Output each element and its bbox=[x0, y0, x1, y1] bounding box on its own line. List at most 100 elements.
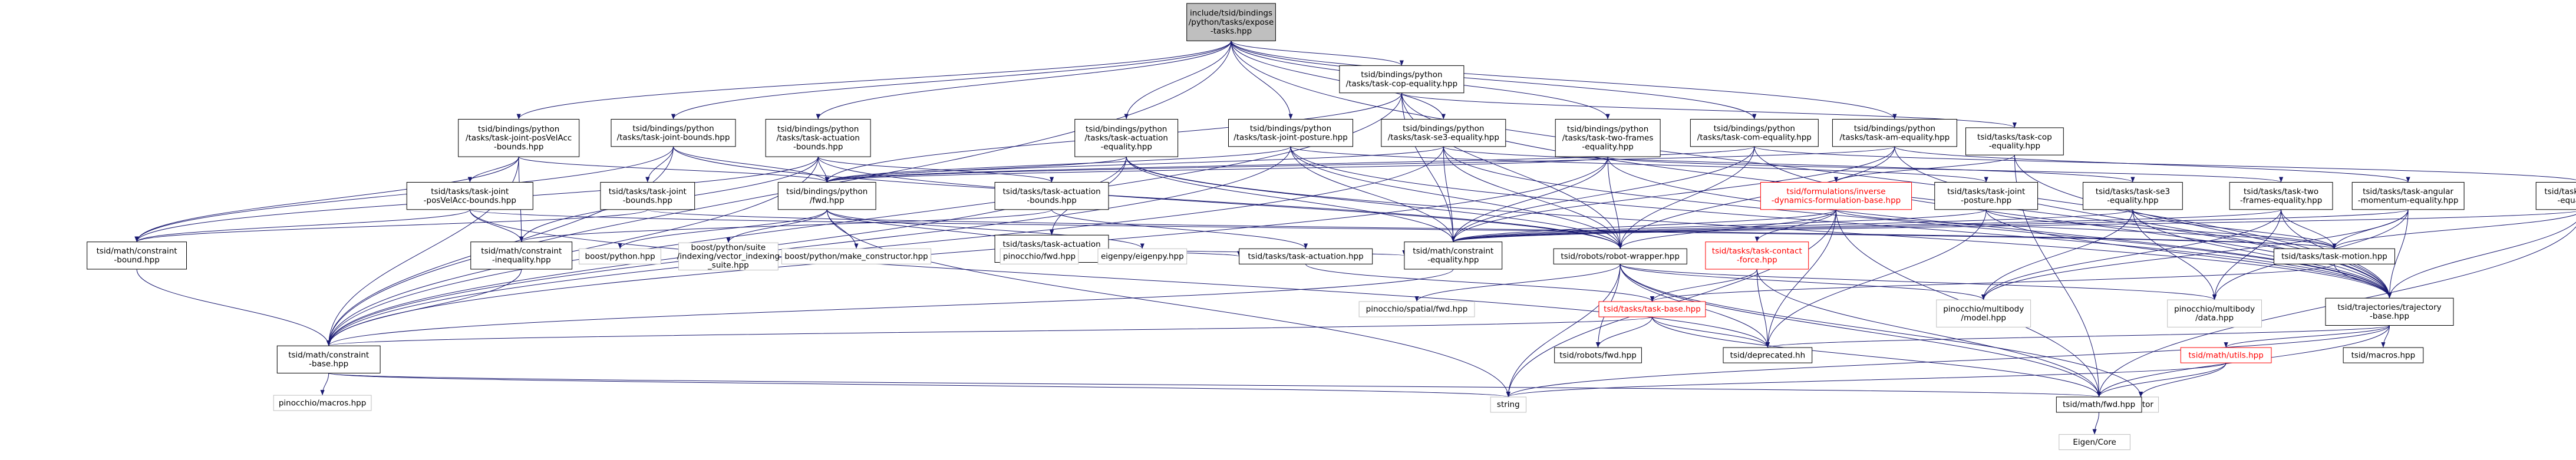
edge-t_jposture-to-deprecated bbox=[1765, 209, 1987, 348]
node-actb[interactable]: tsid/bindings/python/tasks/task-actuatio… bbox=[765, 119, 871, 157]
edge-copeq-to-t_copeq bbox=[1401, 92, 2017, 128]
node-fwd_py[interactable]: tsid/bindings/python/fwd.hpp bbox=[777, 182, 876, 210]
node-label-line: tsid/tasks/task-actuation.hpp bbox=[1248, 252, 1364, 262]
node-box bbox=[1936, 299, 2031, 327]
edge-t_two-to-t_motion bbox=[2281, 209, 2337, 249]
node-utils[interactable]: tsid/math/utils.hpp bbox=[2180, 347, 2272, 363]
node-jposture[interactable]: tsid/bindings/python/tasks/task-joint-po… bbox=[1228, 119, 1353, 147]
node-t_motion[interactable]: tsid/tasks/task-motion.hpp bbox=[2274, 248, 2395, 264]
edge-t_com-to-trajbase bbox=[2387, 221, 2576, 299]
node-mathfwd[interactable]: tsid/math/fwd.hpp bbox=[2056, 396, 2142, 413]
edge-twoframes-to-c_eq bbox=[1451, 157, 1608, 242]
node-se3eq[interactable]: tsid/bindings/python/tasks/task-se3-equa… bbox=[1381, 119, 1506, 147]
node-pinmacros: pinocchio/macros.hpp bbox=[273, 395, 372, 411]
node-label-line: -bounds.hpp bbox=[793, 143, 843, 152]
edge-t_jposture-to-c_eq bbox=[1451, 209, 1987, 243]
node-c_ineq[interactable]: tsid/math/constraint-inequality.hpp bbox=[470, 241, 573, 270]
edge-acteq-to-c_eq bbox=[1126, 157, 1456, 242]
edge-acteq-to-fwd_py bbox=[824, 156, 1127, 183]
node-box bbox=[87, 241, 187, 270]
node-label-line: tsid/tasks/task-joint bbox=[431, 187, 509, 196]
node-boostvec: boost/python/suite/indexing/vector_index… bbox=[677, 242, 780, 271]
node-c_eq[interactable]: tsid/math/constraint-equality.hpp bbox=[1404, 241, 1503, 270]
edge-c_base-to-mathfwd bbox=[328, 373, 2100, 398]
edge-jposture-to-t_jposture bbox=[1290, 146, 1988, 183]
edge-t_motion-to-t_base bbox=[1650, 263, 2335, 302]
node-label-line: -bound.hpp bbox=[114, 256, 159, 265]
node-label-line: tsid/math/constraint bbox=[481, 247, 562, 256]
edge-robotwrap-to-vector bbox=[1620, 264, 2143, 398]
node-box bbox=[1553, 248, 1687, 264]
node-t_actb[interactable]: tsid/tasks/task-actuation-bounds.hpp bbox=[994, 182, 1109, 210]
node-t_act[interactable]: tsid/tasks/task-actuation.hpp bbox=[1239, 248, 1373, 264]
edge-actb-to-fwd_py bbox=[817, 157, 829, 183]
node-t_com[interactable]: tsid/tasks/task-com-equality.hpp bbox=[2535, 182, 2576, 210]
edge-t_copeq-to-invdyn bbox=[1834, 154, 2015, 183]
edge-jb-to-c_bound bbox=[134, 146, 674, 242]
node-label-line: -bounds.hpp bbox=[623, 196, 672, 205]
node-label-line: pinocchio/macros.hpp bbox=[279, 398, 366, 408]
node-jpva[interactable]: tsid/bindings/python/tasks/task-joint-po… bbox=[458, 119, 580, 157]
node-t_jb[interactable]: tsid/tasks/task-joint-bounds.hpp bbox=[600, 182, 695, 210]
node-box bbox=[781, 248, 932, 264]
node-box bbox=[1934, 182, 2039, 210]
node-t_two[interactable]: tsid/tasks/task-two-frames-equality.hpp bbox=[2229, 182, 2333, 210]
node-jb[interactable]: tsid/bindings/python/tasks/task-joint-bo… bbox=[611, 119, 736, 147]
node-box bbox=[458, 119, 580, 157]
edge-twoframes-to-t_two bbox=[1607, 156, 2283, 183]
edge-t_jpva-to-t_motion bbox=[469, 209, 2336, 249]
node-label-line: tsid/bindings/python bbox=[632, 124, 714, 133]
edge-t_am-to-pinmodel bbox=[1981, 209, 2409, 300]
edge-t_motion-to-trajbase bbox=[2334, 264, 2392, 299]
edge-jposture-to-c_base bbox=[326, 146, 1291, 346]
node-label-line: /tasks/task-cop-equality.hpp bbox=[1346, 79, 1458, 88]
edge-t_copeq-to-trajbase bbox=[2014, 155, 2392, 299]
node-invdyn[interactable]: tsid/formulations/inverse-dynamics-formu… bbox=[1760, 182, 1912, 210]
node-copeq[interactable]: tsid/bindings/python/tasks/task-cop-equa… bbox=[1339, 65, 1465, 94]
edge-t_two-to-pinmodel bbox=[1981, 209, 2282, 300]
edge-robotwrap-to-mathfwd bbox=[1620, 264, 2102, 398]
node-c_bound[interactable]: tsid/math/constraint-bound.hpp bbox=[87, 241, 187, 270]
node-label-line: /tasks/task-am-equality.hpp bbox=[1840, 133, 1950, 142]
node-t_am[interactable]: tsid/tasks/task-angular-momentum-equalit… bbox=[2351, 182, 2465, 210]
node-t_base[interactable]: tsid/tasks/task-base.hpp bbox=[1598, 301, 1706, 317]
node-twoframes[interactable]: tsid/bindings/python/tasks/task-two-fram… bbox=[1555, 119, 1661, 157]
node-box bbox=[2083, 182, 2183, 210]
node-comeq[interactable]: tsid/bindings/python/tasks/task-com-equa… bbox=[1690, 119, 1819, 147]
node-label-line: tsid/bindings/python bbox=[777, 124, 859, 134]
node-c_base[interactable]: tsid/math/constraint-base.hpp bbox=[276, 345, 381, 374]
node-label-line: tsid/tasks/task-joint bbox=[1947, 187, 2025, 196]
node-trajbase[interactable]: tsid/trajectories/trajectory-base.hpp bbox=[2325, 297, 2454, 326]
node-box bbox=[600, 182, 695, 210]
node-label-line: pinocchio/multibody bbox=[1943, 305, 2024, 314]
node-label-line: -equality.hpp bbox=[2107, 196, 2158, 205]
node-robfwd[interactable]: tsid/robots/fwd.hpp bbox=[1554, 347, 1642, 363]
node-label-line: tsid/bindings/python bbox=[478, 124, 559, 134]
node-deprecated[interactable]: tsid/deprecated.hh bbox=[1723, 347, 1813, 363]
node-box bbox=[2180, 347, 2272, 363]
node-label-line: -frames-equality.hpp bbox=[2240, 196, 2322, 205]
node-t_se3[interactable]: tsid/tasks/task-se3-equality.hpp bbox=[2083, 182, 2183, 210]
node-box bbox=[1239, 248, 1373, 264]
node-robotwrap[interactable]: tsid/robots/robot-wrapper.hpp bbox=[1553, 248, 1687, 264]
node-t_jpva[interactable]: tsid/tasks/task-joint-posVelAcc-bounds.h… bbox=[406, 182, 533, 210]
node-t_copeq[interactable]: tsid/tasks/task-cop-equality.hpp bbox=[1965, 127, 2064, 155]
node-label-line: boost/python/suite bbox=[691, 243, 766, 252]
edge-trajbase-to-utils bbox=[2224, 325, 2390, 348]
node-ameq[interactable]: tsid/bindings/python/tasks/task-am-equal… bbox=[1832, 119, 1957, 147]
node-t_jposture[interactable]: tsid/tasks/task-joint-posture.hpp bbox=[1934, 182, 2039, 210]
node-t_contact[interactable]: tsid/tasks/task-contact-force.hpp bbox=[1705, 241, 1809, 270]
node-label-line: pinocchio/spatial/fwd.hpp bbox=[1366, 305, 1468, 314]
edge-root-to-jposture bbox=[1231, 41, 1293, 120]
edge-c_base-to-pinmacros bbox=[320, 373, 329, 396]
node-acteq[interactable]: tsid/bindings/python/tasks/task-actuatio… bbox=[1074, 119, 1179, 157]
edge-t_base-to-deprecated bbox=[1652, 316, 1770, 348]
node-box bbox=[2274, 248, 2395, 264]
edge-jposture-to-fwd_py bbox=[824, 146, 1291, 183]
edge-trajbase-to-macros bbox=[2381, 325, 2390, 348]
edge-fwd_py-to-eigenpy bbox=[826, 209, 1144, 249]
edge-t_two-to-pindata bbox=[2212, 209, 2282, 300]
node-label-line: tsid/tasks/task-actuation bbox=[1003, 240, 1101, 249]
node-macros[interactable]: tsid/macros.hpp bbox=[2343, 347, 2424, 363]
node-root[interactable]: include/tsid/bindings/python/tasks/expos… bbox=[1186, 3, 1276, 41]
